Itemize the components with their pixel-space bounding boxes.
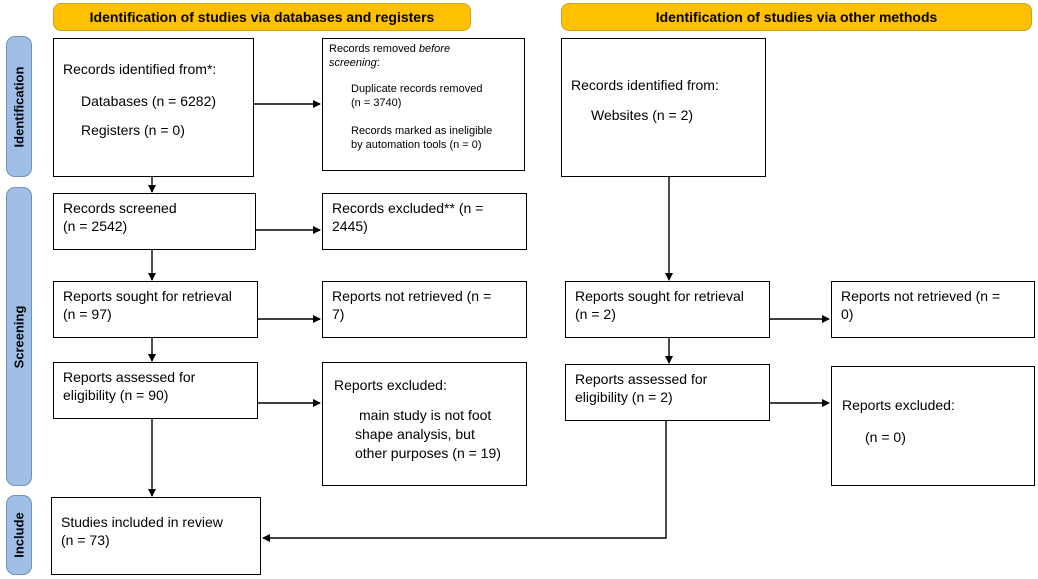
- box-other-reports-assessed: Reports assessed for eligibility (n = 2): [565, 364, 770, 421]
- other-sought-label: Reports sought for retrieval: [575, 288, 744, 304]
- removed-title: Records removed before: [329, 43, 451, 55]
- arrow-other-assessed-to-included: [262, 421, 667, 542]
- exclusion-reason-line3: other purposes (n = 19): [355, 445, 501, 461]
- box-other-reports-sought: Reports sought for retrieval (n = 2): [565, 281, 770, 338]
- phase-screening: Screening: [6, 187, 32, 486]
- included-label: Studies included in review: [61, 514, 223, 530]
- ineligible-count: by automation tools (n = 0): [351, 139, 482, 151]
- box-studies-included: Studies included in review (n = 73): [51, 497, 261, 575]
- other-assessed-label: Reports assessed for: [575, 371, 708, 387]
- other-not-retrieved-label: Reports not retrieved (n =: [841, 288, 1001, 304]
- not-retrieved-count: 7): [332, 306, 345, 322]
- box-records-identified: Records identified from*: Databases (n =…: [53, 38, 254, 177]
- ineligible-label: Records marked as ineligible: [351, 125, 493, 137]
- registers-count: Registers (n = 0): [81, 122, 185, 138]
- included-count: (n = 73): [61, 532, 110, 548]
- box-reports-assessed: Reports assessed for eligibility (n = 90…: [53, 362, 258, 419]
- box-records-removed: Records removed before screening: Duplic…: [322, 38, 525, 171]
- other-not-retrieved-count: 0): [841, 306, 854, 322]
- reports-excluded-title: Reports excluded:: [334, 377, 447, 393]
- box-reports-excluded: Reports excluded: main study is not foot…: [322, 362, 527, 486]
- other-reports-excluded-count: (n = 0): [865, 429, 906, 445]
- box-reports-sought: Reports sought for retrieval (n = 97): [53, 281, 258, 338]
- box-records-excluded: Records excluded** (n = 2445): [322, 193, 527, 250]
- assessed-count: eligibility (n = 90): [63, 387, 169, 403]
- duplicates-count: (n = 3740): [351, 97, 402, 109]
- other-assessed-count: eligibility (n = 2): [575, 389, 673, 405]
- excluded-label: Records excluded** (n =: [332, 200, 484, 216]
- screened-label: Records screened: [63, 200, 177, 216]
- box-reports-not-retrieved: Reports not retrieved (n = 7): [322, 281, 527, 338]
- sought-count: (n = 97): [63, 306, 112, 322]
- duplicates-label: Duplicate records removed: [351, 83, 483, 95]
- websites-count: Websites (n = 2): [591, 107, 694, 123]
- box-other-reports-not-retrieved: Reports not retrieved (n = 0): [831, 281, 1035, 338]
- sought-label: Reports sought for retrieval: [63, 288, 232, 304]
- other-identified-title: Records identified from:: [571, 77, 719, 93]
- records-identified-title: Records identified from*:: [63, 61, 217, 77]
- box-other-reports-excluded: Reports excluded: (n = 0): [831, 366, 1035, 486]
- databases-count: Databases (n = 6282): [81, 93, 217, 109]
- phase-include: Include: [6, 495, 32, 575]
- other-reports-excluded-title: Reports excluded:: [842, 397, 955, 413]
- screened-count: (n = 2542): [63, 218, 128, 234]
- header-other-methods: Identification of studies via other meth…: [561, 3, 1032, 31]
- box-other-records-identified: Records identified from: Websites (n = 2…: [561, 38, 766, 177]
- phase-identification: Identification: [6, 36, 32, 177]
- exclusion-reason-line2: shape analysis, but: [355, 426, 475, 442]
- assessed-label: Reports assessed for: [63, 369, 196, 385]
- removed-title-line2: screening:: [329, 57, 380, 69]
- box-records-screened: Records screened (n = 2542): [53, 193, 256, 250]
- exclusion-reason-line1: main study is not foot: [359, 407, 492, 423]
- excluded-count: 2445): [332, 218, 368, 234]
- not-retrieved-label: Reports not retrieved (n =: [332, 288, 492, 304]
- other-sought-count: (n = 2): [575, 306, 616, 322]
- header-databases: Identification of studies via databases …: [53, 3, 471, 31]
